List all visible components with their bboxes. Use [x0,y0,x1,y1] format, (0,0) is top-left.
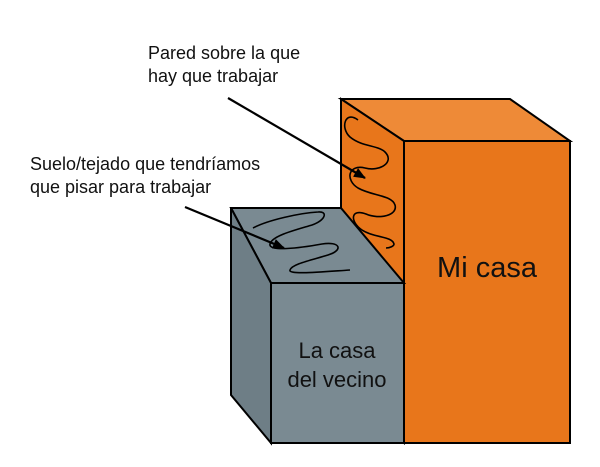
wall-callout-line2: hay que trabajar [148,66,278,86]
my-house-label: Mi casa [437,252,538,284]
neighbor-house-label-line2: del vecino [287,367,386,392]
wall-squiggle [343,116,396,249]
wall-callout-line1: Pared sobre la que [148,43,300,63]
neighbor-house-label-line1: La casa [298,338,376,363]
my-house-front [403,140,571,444]
roof-callout-line1: Suelo/tejado que tendríamos [30,154,260,174]
roof-squiggle [252,211,351,274]
neighbor-house-front [270,282,405,444]
roof-callout-line2: que pisar para trabajar [30,177,211,197]
wall-arrow [227,97,366,179]
roof-arrow [184,205,285,250]
